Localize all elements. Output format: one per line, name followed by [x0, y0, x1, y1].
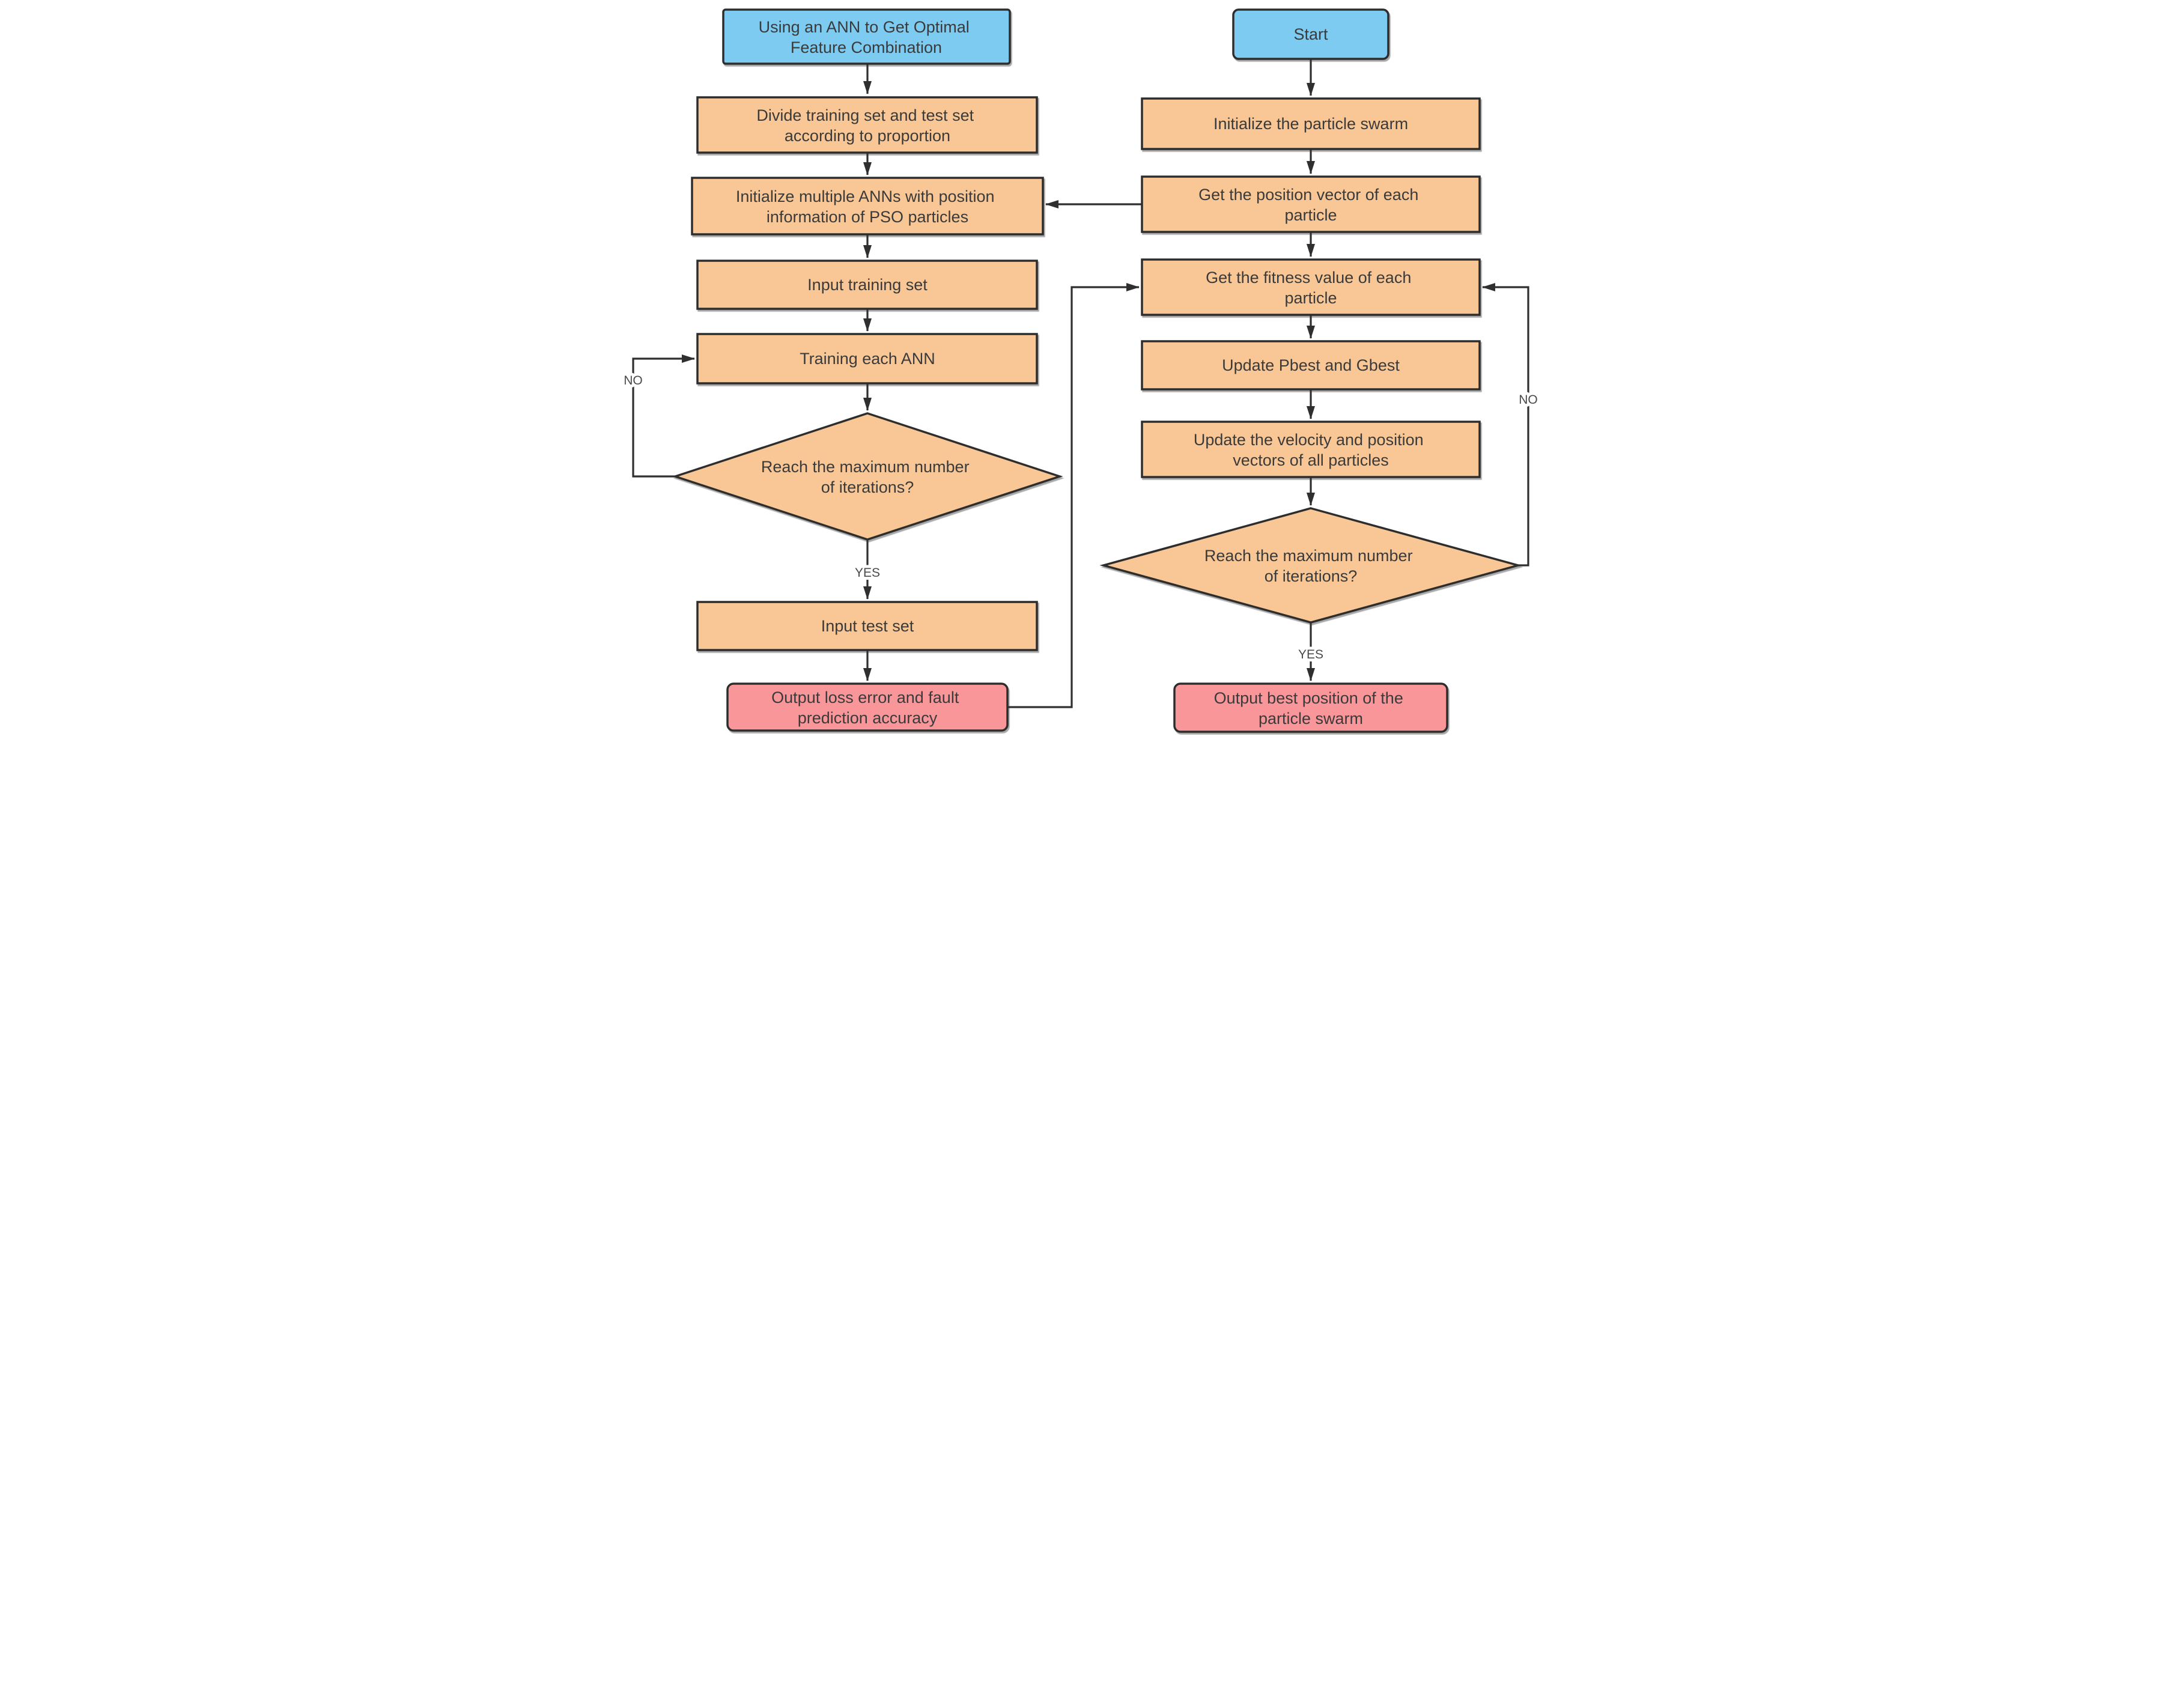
edge-labels: NO YES NO YES	[621, 371, 1541, 664]
output-loss-label: Output loss error and fault prediction a…	[771, 688, 964, 727]
label-yes-right: YES	[1298, 648, 1323, 661]
label-yes-left: YES	[855, 566, 880, 580]
node-ann-title: Using an ANN to Get Optimal Feature Comb…	[722, 8, 1011, 65]
update-best-label: Update Pbest and Gbest	[1222, 356, 1400, 374]
node-get-fitness: Get the fitness value of each particle	[1141, 258, 1481, 316]
start-shape	[1232, 8, 1389, 60]
node-divide-sets: Divide training set and test set accordi…	[696, 96, 1038, 154]
ann-iterations-decision-shape	[672, 412, 1063, 541]
edges	[632, 59, 1529, 708]
label-no-right: NO	[1519, 393, 1538, 407]
edge-decision-no-loop-to-get-fitness	[1482, 283, 1529, 567]
update-velocity-label: Update the velocity and position vectors…	[1194, 431, 1428, 469]
input-training-set-shape	[696, 260, 1038, 310]
get-fitness-shape	[1141, 258, 1481, 316]
ann-title-shape	[722, 8, 1011, 65]
input-training-set-label: Input training set	[807, 276, 928, 294]
pso-iterations-decision-shape	[1099, 507, 1522, 624]
input-test-set-shape	[696, 601, 1038, 651]
node-ann-iterations-decision: Reach the maximum number of iterations?	[672, 412, 1063, 541]
edge-output-loss-to-get-fitness	[1007, 283, 1140, 708]
divide-sets-label: Divide training set and test set accordi…	[756, 106, 978, 145]
node-input-test-set: Input test set	[696, 601, 1038, 651]
flowchart-page: Using an ANN to Get Optimal Feature Comb…	[0, 0, 2159, 735]
init-swarm-label: Initialize the particle swarm	[1213, 115, 1408, 133]
update-best-shape	[1141, 340, 1481, 391]
edge-decision-no-loop-to-training	[632, 354, 695, 478]
node-output-loss: Output loss error and fault prediction a…	[726, 682, 1009, 732]
label-no-left: NO	[624, 374, 643, 387]
output-best-position-label: Output best position of the particle swa…	[1214, 689, 1408, 728]
get-fitness-label: Get the fitness value of each particle	[1206, 269, 1416, 307]
init-anns-label: Initialize multiple ANNs with position i…	[736, 187, 999, 226]
divide-sets-shape	[696, 96, 1038, 154]
pso-ann-flowchart-canvas: Using an ANN to Get Optimal Feature Comb…	[621, 8, 1541, 733]
ann-iterations-decision-label: Reach the maximum number of iterations?	[761, 458, 974, 496]
init-swarm-shape	[1141, 97, 1481, 150]
node-pso-iterations-decision: Reach the maximum number of iterations?	[1099, 507, 1522, 624]
node-init-swarm: Initialize the particle swarm	[1141, 97, 1481, 150]
output-best-position-shape	[1173, 682, 1448, 733]
training-each-ann-label: Training each ANN	[800, 350, 935, 368]
node-training-each-ann: Training each ANN	[696, 333, 1038, 384]
node-update-velocity: Update the velocity and position vectors…	[1141, 421, 1481, 478]
output-loss-shape	[726, 682, 1009, 732]
get-position-shape	[1141, 175, 1481, 233]
start-label: Start	[1293, 25, 1328, 43]
init-anns-shape	[691, 177, 1044, 236]
ann-title-label: Using an ANN to Get Optimal Feature Comb…	[759, 18, 974, 56]
node-init-anns: Initialize multiple ANNs with position i…	[691, 177, 1044, 236]
input-test-set-label: Input test set	[821, 617, 914, 635]
update-velocity-shape	[1141, 421, 1481, 478]
node-output-best-position: Output best position of the particle swa…	[1173, 682, 1448, 733]
pso-iterations-decision-label: Reach the maximum number of iterations?	[1204, 547, 1417, 585]
node-input-training-set: Input training set	[696, 260, 1038, 310]
node-update-best: Update Pbest and Gbest	[1141, 340, 1481, 391]
get-position-label: Get the position vector of each particle	[1198, 186, 1423, 224]
node-start: Start	[1232, 8, 1389, 60]
training-each-ann-shape	[696, 333, 1038, 384]
node-get-position: Get the position vector of each particle	[1141, 175, 1481, 233]
